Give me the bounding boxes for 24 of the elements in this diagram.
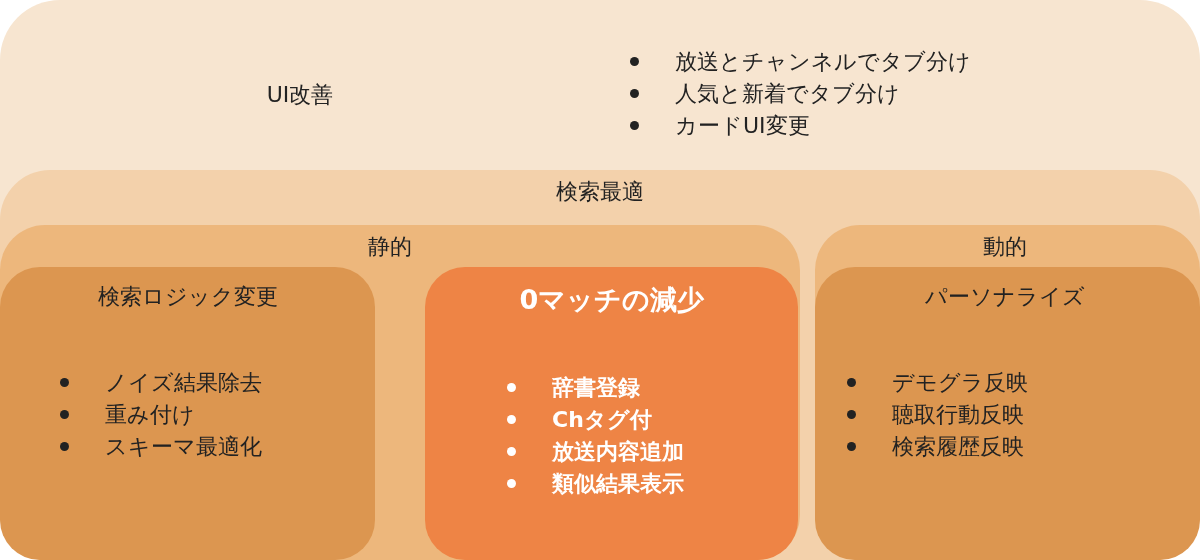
bullet-item: 重み付け <box>105 402 195 427</box>
bullet-item: 類似結果表示 <box>552 471 684 496</box>
heading: 検索最適 <box>556 178 644 206</box>
category-box <box>0 267 375 560</box>
heading: UI改善 <box>266 81 334 109</box>
group-panel <box>0 225 800 560</box>
bullet-item: 検索履歴反映 <box>892 434 1024 459</box>
bullet-item: 放送とチャンネルでタブ分け <box>675 49 971 74</box>
bullet-item: 放送内容追加 <box>552 439 684 464</box>
bullet-item: 人気と新着でタブ分け <box>675 81 900 106</box>
group-panel <box>0 170 1200 560</box>
heading: 0マッチの減少 <box>519 283 705 317</box>
bullet-item: ノイズ結果除去 <box>105 370 262 395</box>
heading: 静的 <box>368 233 412 261</box>
heading: パーソナライズ <box>925 283 1085 311</box>
heading: 検索ロジック変更 <box>98 283 278 311</box>
highlight-box <box>425 267 798 560</box>
bullet-item: カードUI変更 <box>675 113 810 138</box>
heading: 動的 <box>983 233 1027 261</box>
bullet-item: Chタグ付 <box>552 407 652 432</box>
bullet-item: デモグラ反映 <box>892 370 1028 395</box>
bullet-item: 辞書登録 <box>552 375 640 400</box>
bullet-item: 聴取行動反映 <box>892 402 1024 427</box>
bullet-item: スキーマ最適化 <box>105 434 262 459</box>
